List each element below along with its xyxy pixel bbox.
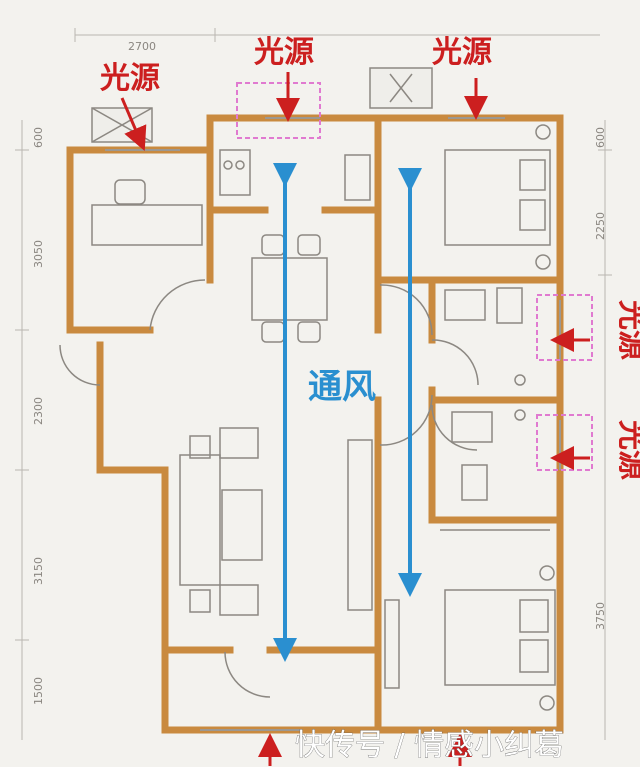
dim-left-5: 1500	[32, 677, 45, 705]
furniture	[59, 124, 556, 711]
watermark: 快传号 / 情感小纠葛	[295, 728, 564, 763]
dim-right-1: 600	[594, 127, 607, 148]
dimension-labels: 2700 600 3050 2300 3150 1500 600 2250 37…	[32, 40, 607, 705]
dim-left-3: 2300	[32, 397, 45, 425]
dim-top: 2700	[128, 40, 156, 53]
dim-right-3: 3750	[594, 602, 607, 630]
light-source-label-2: 光源	[254, 35, 314, 70]
light-source-boxes	[236, 82, 593, 471]
walls	[66, 114, 564, 734]
dim-left-2: 3050	[32, 240, 45, 268]
dim-right-2: 2250	[594, 212, 607, 240]
dim-left-4: 3150	[32, 557, 45, 585]
light-source-arrows	[120, 72, 590, 766]
dimension-lines	[15, 28, 612, 740]
light-source-label-1: 光源	[100, 61, 160, 96]
light-source-label-5: 光源	[614, 420, 640, 480]
dim-left-1: 600	[32, 127, 45, 148]
light-source-label-4: 光源	[614, 300, 640, 360]
ventilation-arrows	[273, 163, 422, 662]
ventilation-label: 通风	[308, 367, 376, 407]
light-source-label-3: 光源	[432, 35, 492, 70]
